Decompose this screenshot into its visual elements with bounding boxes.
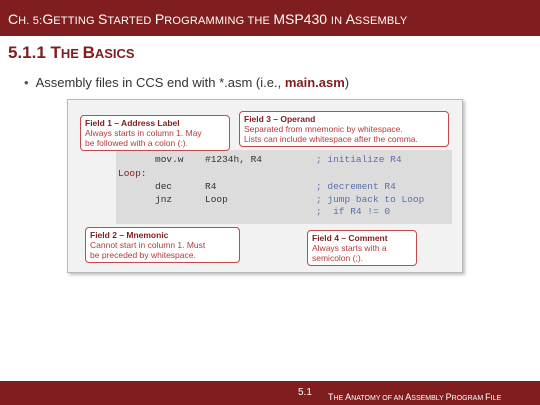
callout-field-1-body-2: be followed with a colon (:). — [85, 138, 188, 148]
callout-field-3-body-2: Lists can include whitespace after the c… — [244, 134, 418, 144]
footer-title: THE ANATOMY OF AN ASSEMBLY PROGRAM FILE — [328, 392, 502, 402]
callout-field-3-title: Field 3 – Operand — [244, 114, 316, 124]
callout-field-3: Field 3 – Operand Separated from mnemoni… — [239, 111, 449, 147]
callout-field-4-title: Field 4 – Comment — [312, 233, 388, 243]
code-operands-3: Loop — [205, 194, 228, 205]
callout-field-4: Field 4 – Comment Always starts with a s… — [307, 230, 417, 266]
callout-field-4-body-1: Always starts with a — [312, 243, 387, 253]
bullet-text: Assembly files in CCS end with *.asm (i.… — [35, 75, 285, 90]
code-comment-3: ; jump back to Loop — [316, 194, 425, 205]
callout-field-3-body-1: Separated from mnemonic by whitespace. — [244, 124, 403, 134]
callout-field-1-title: Field 1 – Address Label — [85, 118, 180, 128]
bullet-dot-icon: • — [24, 75, 29, 90]
slide-title: CH. 5:GETTING STARTED PROGRAMMING THE MS… — [8, 11, 408, 27]
callout-field-1-body-1: Always starts in column 1. May — [85, 128, 202, 138]
slide-title-bar: CH. 5:GETTING STARTED PROGRAMMING THE MS… — [0, 0, 540, 36]
callout-field-2: Field 2 – Mnemonic Cannot start in colum… — [85, 227, 240, 263]
callout-field-2-body-1: Cannot start in column 1. Must — [90, 240, 206, 250]
code-operands-1: #1234h, R4 — [205, 154, 263, 165]
code-operands-2: R4 — [205, 181, 217, 192]
page-number: 5.1 — [298, 387, 312, 398]
code-loop-label: Loop: — [118, 168, 147, 179]
callout-field-4-body-2: semicolon (;). — [312, 253, 364, 263]
bullet-filename: main.asm — [284, 75, 345, 90]
callout-field-2-body-2: be preceded by whitespace. — [90, 250, 196, 260]
code-listing — [116, 150, 452, 224]
code-comment-4: ; if R4 != 0 — [316, 206, 391, 217]
code-instr-3: jnz — [155, 194, 173, 205]
slide-footer: 5.1 THE ANATOMY OF AN ASSEMBLY PROGRAM F… — [0, 381, 540, 405]
callout-field-2-title: Field 2 – Mnemonic — [90, 230, 169, 240]
callout-field-1: Field 1 – Address Label Always starts in… — [80, 115, 230, 151]
section-heading: 5.1.1 THE BASICS — [8, 43, 135, 62]
bullet-suffix: ) — [344, 75, 350, 90]
code-instr-1: mov.w — [155, 154, 184, 165]
code-comment-2: ; decrement R4 — [316, 181, 396, 192]
code-comment-1: ; initialize R4 — [316, 154, 402, 165]
bullet-item: • Assembly files in CCS end with *.asm (i… — [24, 75, 349, 90]
code-instr-2: dec — [155, 181, 173, 192]
